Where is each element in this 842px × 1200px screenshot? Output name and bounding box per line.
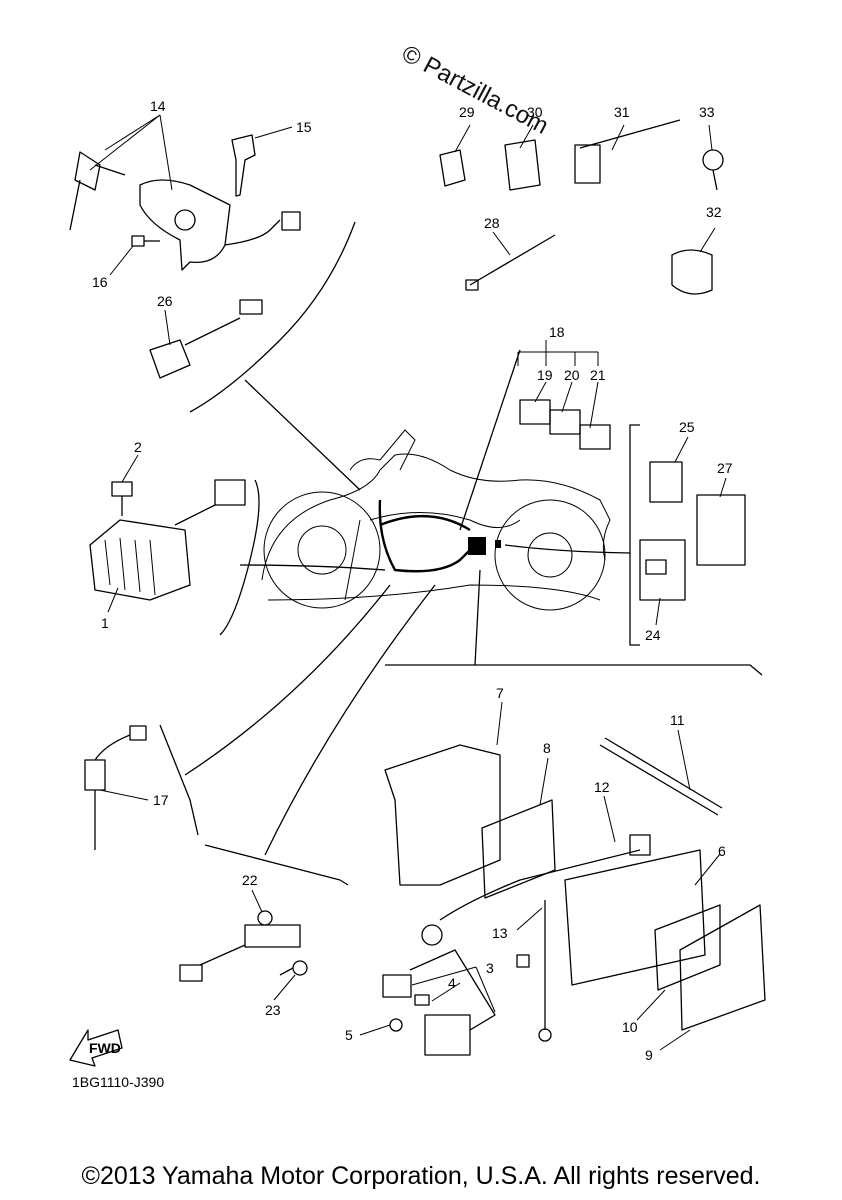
callout-28: 28: [484, 215, 500, 231]
callout-27: 27: [717, 460, 733, 476]
rectifier-part: [89, 479, 246, 601]
callout-18: 18: [549, 324, 565, 340]
bolt-part: [111, 481, 133, 516]
starter-relay-part: [382, 949, 496, 1056]
callout-8: 8: [543, 740, 551, 756]
wire-harness: [378, 499, 501, 573]
band-part: [599, 737, 723, 816]
callout-17: 17: [153, 792, 169, 808]
callout-19: 19: [537, 367, 553, 383]
copyright-notice: ©2013 Yamaha Motor Corporation, U.S.A. A…: [81, 1162, 761, 1190]
callout-9: 9: [645, 1047, 653, 1063]
motorcycle-outline: [261, 429, 611, 611]
key-part: [231, 134, 256, 197]
fwd-arrow-icon: FWD: [69, 1029, 123, 1067]
callout-1: 1: [101, 615, 109, 631]
callout-23: 23: [265, 1002, 281, 1018]
callout-15: 15: [296, 119, 312, 135]
battery-part: [564, 849, 706, 986]
callout-16: 16: [92, 274, 108, 290]
screw-2-part: [279, 960, 308, 976]
callout-11: 11: [670, 712, 685, 728]
callout-2: 2: [134, 439, 142, 455]
callout-3: 3: [486, 960, 494, 976]
callout-26: 26: [157, 293, 173, 309]
callout-29: 29: [459, 104, 475, 120]
callout-6: 6: [718, 843, 726, 859]
callout-33: 33: [699, 104, 715, 120]
fuses-part: [519, 399, 611, 450]
callout-12: 12: [594, 779, 610, 795]
cable-2-part: [516, 900, 552, 1042]
callout-14: 14: [150, 98, 166, 114]
callout-13: 13: [492, 925, 508, 941]
clamps-part: [439, 119, 724, 295]
drawing-code: 1BG1110-J390: [72, 1074, 165, 1090]
callout-7: 7: [496, 685, 504, 701]
callout-25: 25: [679, 419, 695, 435]
plate-part: [481, 799, 556, 899]
callout-4: 4: [448, 975, 456, 991]
leader-lines: [89, 114, 727, 1051]
callout-31: 31: [614, 104, 630, 120]
callout-numbers: 14 15 16 26 2 1 17 22 23 29 30 31 33 32 …: [92, 98, 733, 1063]
main-switch-part: [69, 151, 301, 271]
sidestand-switch-part: [179, 910, 301, 982]
fwd-label: FWD: [89, 1040, 121, 1056]
group-brackets: [159, 221, 763, 886]
callout-21: 21: [590, 367, 606, 383]
screw-part: [131, 235, 160, 247]
callout-20: 20: [564, 367, 580, 383]
relays-part: [639, 461, 746, 601]
neutral-switch-part: [84, 725, 147, 850]
cable-part: [421, 834, 651, 946]
callout-30: 30: [527, 104, 543, 120]
sensor-part: [149, 299, 263, 379]
pads-part: [654, 904, 766, 1031]
callout-22: 22: [242, 872, 258, 888]
callout-24: 24: [645, 627, 661, 643]
battery-box-part: [384, 744, 501, 886]
callout-5: 5: [345, 1027, 353, 1043]
callout-10: 10: [622, 1019, 638, 1035]
callout-32: 32: [706, 204, 722, 220]
